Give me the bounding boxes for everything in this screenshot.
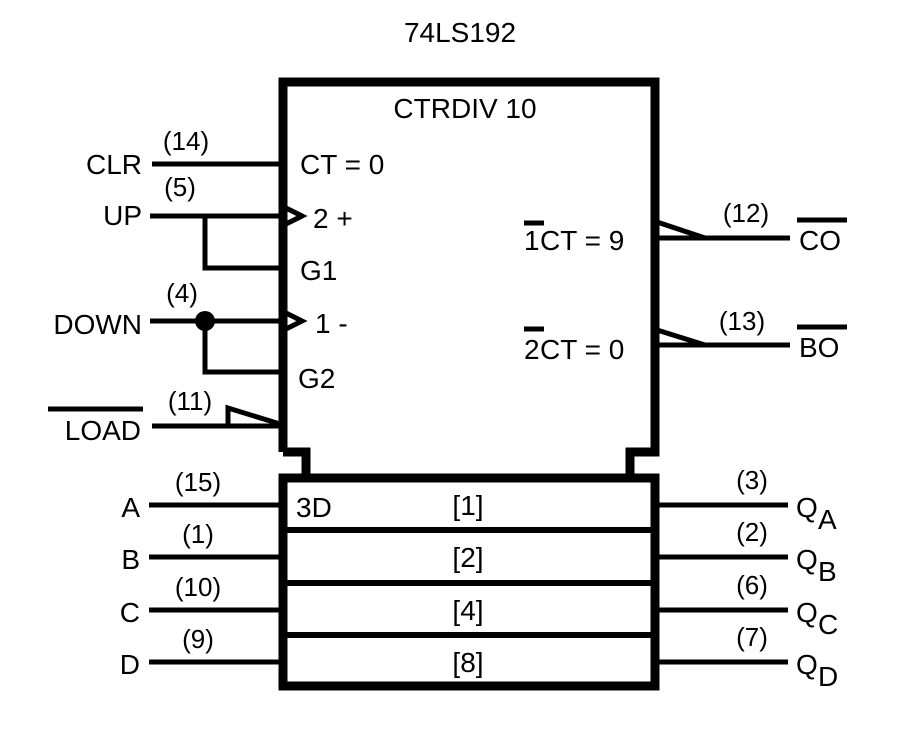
- data-input-pin-number: (10): [175, 572, 221, 602]
- data-output-pin-number: (2): [736, 517, 768, 547]
- data-output-subscript: A: [818, 504, 837, 535]
- data-output-pin-number: (6): [736, 570, 768, 600]
- bit-weight-label: [2]: [452, 542, 483, 573]
- co-pin-number: (12): [723, 198, 769, 228]
- down-g2-wire: [202, 321, 283, 375]
- load-pin-number: (11): [168, 386, 212, 416]
- down-clock-triangle-icon: [284, 310, 308, 332]
- load-input-label: LOAD: [65, 415, 141, 446]
- co-output-label: CO: [799, 225, 841, 256]
- clr-pin-number: (14): [163, 126, 209, 156]
- g1-label: G1: [300, 255, 337, 286]
- data-input-label: A: [121, 492, 140, 523]
- co-condition-prefix: 1: [524, 225, 540, 256]
- bo-condition-prefix: 2: [524, 334, 540, 365]
- data-output-pin-number: (3): [736, 465, 768, 495]
- data-input-pin-number: (15): [175, 467, 221, 497]
- co-wire: [656, 219, 790, 241]
- bo-pin-number: (13): [719, 306, 765, 336]
- up-function-label: 2 +: [313, 203, 353, 234]
- data-output-subscript: D: [818, 661, 838, 692]
- data-output-subscript: C: [818, 609, 838, 640]
- data-output-pin-number: (7): [736, 622, 768, 652]
- up-clock-triangle-icon: [284, 205, 308, 227]
- co-condition-label: CT = 9: [540, 225, 624, 256]
- bit-weight-label: [8]: [452, 647, 483, 678]
- data-input-pin-number: (1): [182, 519, 214, 549]
- data-input-pin-number: (9): [182, 624, 214, 654]
- data-output-label: Q: [796, 649, 818, 680]
- data-input-label: D: [120, 649, 140, 680]
- load-active-low-indicator-icon: [225, 404, 281, 427]
- bo-output-label: BO: [799, 332, 839, 363]
- data-input-label: B: [121, 544, 140, 575]
- chip-title: 74LS192: [404, 17, 516, 48]
- up-g1-wire: [202, 216, 283, 271]
- up-input-label: UP: [103, 200, 142, 231]
- bo-condition-label: CT = 0: [540, 334, 624, 365]
- bit-weight-label: [4]: [452, 595, 483, 626]
- g2-label: G2: [298, 363, 335, 394]
- data-output-label: Q: [796, 544, 818, 575]
- clear-function-label: CT = 0: [300, 149, 384, 180]
- load-data-label: 3D: [296, 492, 332, 523]
- bit-weight-label: [1]: [452, 490, 483, 521]
- data-output-label: Q: [796, 492, 818, 523]
- block-function-label: CTRDIV 10: [393, 93, 536, 124]
- data-input-label: C: [120, 597, 140, 628]
- control-block-outline: [278, 77, 660, 474]
- data-register-block: [278, 473, 660, 691]
- down-function-label: 1 -: [315, 308, 348, 339]
- up-pin-number: (5): [164, 172, 196, 202]
- down-input-label: DOWN: [53, 309, 142, 340]
- data-output-label: Q: [796, 597, 818, 628]
- clr-input-label: CLR: [86, 149, 142, 180]
- down-pin-number: (4): [166, 278, 198, 308]
- data-output-subscript: B: [818, 556, 837, 587]
- bo-wire: [656, 327, 790, 348]
